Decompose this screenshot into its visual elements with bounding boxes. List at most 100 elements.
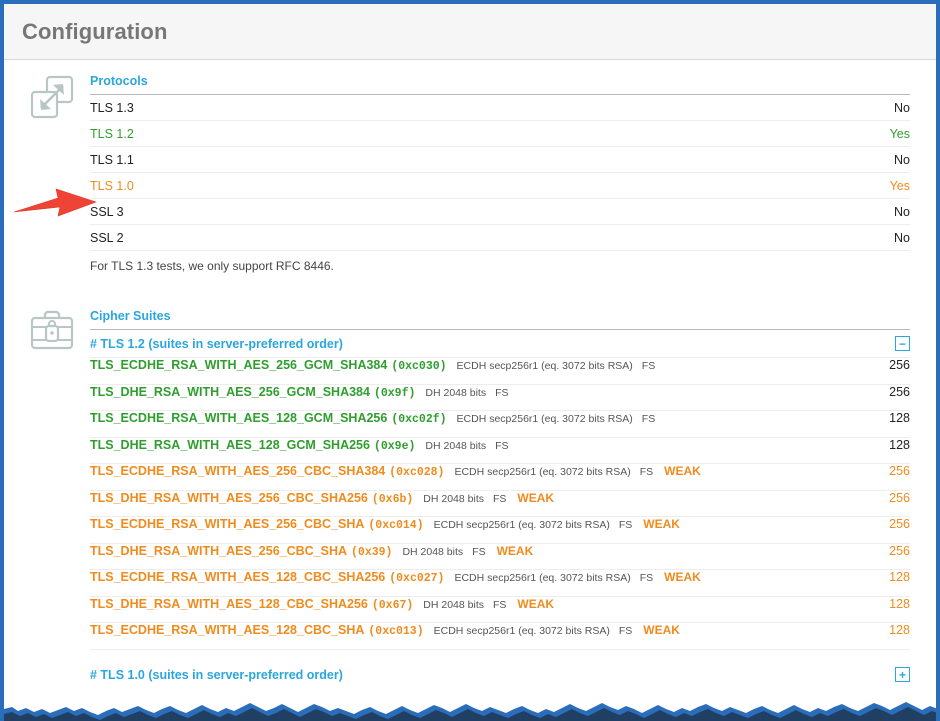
cipher-row: TLS_DHE_RSA_WITH_AES_256_CBC_SHA256 (0x6…	[90, 490, 910, 517]
cipher-detail: DH 2048 bits	[423, 598, 484, 611]
cipher-bits: 128	[889, 570, 910, 584]
cipher-hex: (0x6b)	[371, 492, 414, 506]
collapse-toggle-icon[interactable]: −	[895, 336, 910, 351]
cipher-bits: 128	[889, 411, 910, 425]
cipher-bits: 256	[889, 464, 910, 478]
cipher-detail: DH 2048 bits	[423, 492, 484, 505]
protocol-name: SSL 2	[90, 230, 124, 245]
cipher-hex: (0x9f)	[373, 386, 416, 400]
cipher-detail: ECDH secp256r1 (eq. 3072 bits RSA)	[456, 413, 633, 425]
cipher-suites-heading: Cipher Suites	[90, 309, 171, 323]
cipher-fs: FS	[495, 386, 509, 399]
cipher-suites-body: Cipher Suites # TLS 1.2 (suites in serve…	[90, 295, 936, 689]
expand-toggle-icon[interactable]: +	[895, 667, 910, 682]
protocol-value: No	[894, 204, 910, 219]
table-row: TLS 1.1 No	[90, 147, 910, 173]
cipher-row: TLS_DHE_RSA_WITH_AES_256_GCM_SHA384 (0x9…	[90, 384, 910, 411]
cipher-hex: (0xc014)	[368, 519, 424, 532]
cipher-bits: 128	[889, 623, 910, 637]
cipher-row: TLS_ECDHE_RSA_WITH_AES_128_CBC_SHA (0xc0…	[90, 623, 910, 650]
cipher-main: TLS_DHE_RSA_WITH_AES_256_CBC_SHA (0x39) …	[90, 544, 874, 559]
cipher-main: TLS_ECDHE_RSA_WITH_AES_128_CBC_SHA (0xc0…	[90, 623, 874, 638]
torn-page-edge	[4, 702, 936, 721]
protocol-name: SSL 3	[90, 204, 124, 219]
cipher-fs: FS	[641, 413, 656, 425]
group-header-tls12[interactable]: # TLS 1.2 (suites in server-preferred or…	[90, 330, 910, 358]
cipher-name: TLS_DHE_RSA_WITH_AES_256_CBC_SHA	[90, 543, 348, 558]
cipher-hex: (0xc02f)	[391, 413, 447, 426]
cipher-bits: 256	[889, 490, 910, 505]
weak-badge: WEAK	[517, 490, 555, 505]
cipher-name: TLS_ECDHE_RSA_WITH_AES_256_CBC_SHA	[90, 517, 365, 531]
cipher-name: TLS_DHE_RSA_WITH_AES_128_CBC_SHA256	[90, 596, 368, 611]
cipher-main: TLS_ECDHE_RSA_WITH_AES_128_CBC_SHA256 (0…	[90, 570, 874, 585]
table-row: SSL 3 No	[90, 199, 910, 225]
table-row: TLS 1.3 No	[90, 95, 910, 121]
table-row: TLS 1.2 Yes	[90, 121, 910, 147]
cipher-bits: 256	[889, 517, 910, 531]
cipher-main: TLS_ECDHE_RSA_WITH_AES_256_CBC_SHA384 (0…	[90, 464, 874, 479]
page-title: Configuration	[22, 18, 168, 44]
weak-badge: WEAK	[643, 623, 680, 637]
group-title: # TLS 1.2 (suites in server-preferred or…	[90, 336, 343, 351]
cipher-main: TLS_ECDHE_RSA_WITH_AES_256_CBC_SHA (0xc0…	[90, 517, 874, 532]
cipher-name: TLS_ECDHE_RSA_WITH_AES_128_CBC_SHA256	[90, 570, 386, 584]
protocol-value: Yes	[889, 126, 910, 141]
cipher-fs: FS	[639, 572, 654, 584]
cipher-row: TLS_ECDHE_RSA_WITH_AES_128_CBC_SHA256 (0…	[90, 570, 910, 597]
cipher-fs: FS	[493, 492, 507, 505]
cipher-main: TLS_DHE_RSA_WITH_AES_128_CBC_SHA256 (0x6…	[90, 597, 874, 612]
cipher-name: TLS_ECDHE_RSA_WITH_AES_128_GCM_SHA256	[90, 411, 388, 425]
protocols-heading: Protocols	[90, 74, 148, 88]
cipher-main: TLS_DHE_RSA_WITH_AES_256_CBC_SHA256 (0x6…	[90, 491, 874, 506]
cipher-detail: ECDH secp256r1 (eq. 3072 bits RSA)	[433, 625, 610, 637]
cipher-fs: FS	[472, 545, 486, 558]
cipher-row: TLS_ECDHE_RSA_WITH_AES_256_GCM_SHA384 (0…	[90, 358, 910, 385]
cipher-name: TLS_DHE_RSA_WITH_AES_128_GCM_SHA256	[90, 437, 370, 452]
protocol-value: Yes	[889, 178, 910, 193]
titlebar: Configuration	[4, 4, 936, 60]
table-row: SSL 2 No	[90, 225, 910, 251]
cipher-fs: FS	[495, 439, 509, 452]
table-row-tls10: TLS 1.0 Yes	[90, 173, 910, 199]
protocol-name: TLS 1.0	[90, 178, 134, 193]
weak-badge: WEAK	[643, 517, 680, 531]
group-header-tls10[interactable]: # TLS 1.0 (suites in server-preferred or…	[90, 661, 910, 689]
cipher-hex: (0xc013)	[368, 625, 424, 638]
cipher-name: TLS_ECDHE_RSA_WITH_AES_128_CBC_SHA	[90, 623, 365, 637]
weak-badge: WEAK	[664, 570, 701, 584]
resize-arrows-icon	[29, 74, 75, 125]
protocols-body: Protocols TLS 1.3 No TLS 1.2 Yes TLS 1.1…	[90, 60, 936, 295]
cipher-hex: (0xc027)	[389, 572, 445, 585]
cipher-row: TLS_DHE_RSA_WITH_AES_128_CBC_SHA256 (0x6…	[90, 596, 910, 623]
cipher-detail: ECDH secp256r1 (eq. 3072 bits RSA)	[456, 360, 633, 372]
cipher-row: TLS_DHE_RSA_WITH_AES_128_GCM_SHA256 (0x9…	[90, 438, 910, 464]
cipher-row: TLS_DHE_RSA_WITH_AES_256_CBC_SHA (0x39) …	[90, 544, 910, 570]
cipher-icon-cell	[14, 295, 90, 689]
protocols-heading-rule	[90, 94, 910, 95]
cipher-hex: (0xc028)	[389, 466, 445, 479]
protocol-name: TLS 1.1	[90, 152, 134, 167]
protocol-name: TLS 1.3	[90, 100, 134, 115]
cipher-main: TLS_ECDHE_RSA_WITH_AES_256_GCM_SHA384 (0…	[90, 358, 874, 373]
cipher-detail: DH 2048 bits	[402, 545, 464, 558]
protocol-value: No	[894, 100, 910, 115]
cipher-bits: 256	[889, 358, 910, 372]
cipher-name: TLS_DHE_RSA_WITH_AES_256_CBC_SHA256	[90, 490, 368, 505]
protocol-value: No	[894, 152, 910, 167]
cipher-bits: 128	[889, 596, 910, 611]
cipher-fs: FS	[618, 625, 633, 637]
cipher-bits: 256	[889, 384, 910, 399]
protocols-note: For TLS 1.3 tests, we only support RFC 8…	[90, 259, 334, 273]
cipher-hex: (0x9e)	[373, 439, 416, 453]
cipher-row: TLS_ECDHE_RSA_WITH_AES_256_CBC_SHA (0xc0…	[90, 517, 910, 544]
cipher-fs: FS	[618, 519, 633, 531]
cipher-name: TLS_ECDHE_RSA_WITH_AES_256_CBC_SHA384	[90, 464, 386, 478]
cipher-main: TLS_DHE_RSA_WITH_AES_128_GCM_SHA256 (0x9…	[90, 438, 874, 453]
cipher-hex: (0x67)	[371, 598, 414, 612]
protocols-icon-cell	[14, 60, 90, 295]
cipher-name: TLS_ECDHE_RSA_WITH_AES_256_GCM_SHA384	[90, 358, 388, 372]
cipher-detail: ECDH secp256r1 (eq. 3072 bits RSA)	[454, 572, 631, 584]
cipher-suites-section: Cipher Suites # TLS 1.2 (suites in serve…	[4, 295, 936, 689]
